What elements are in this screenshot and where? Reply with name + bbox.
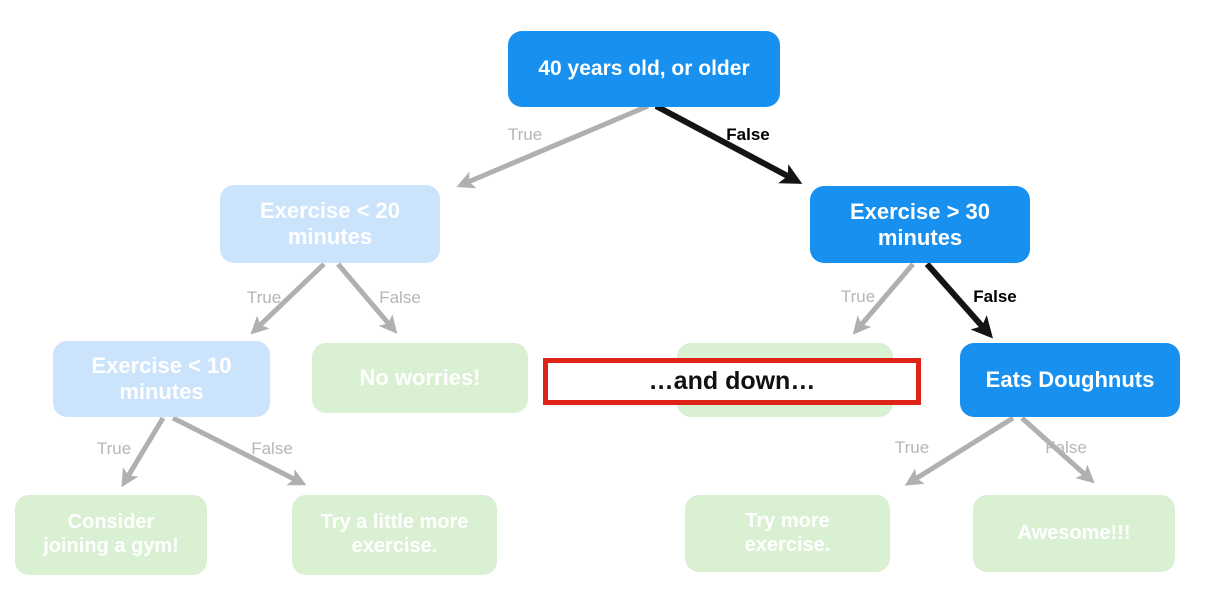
edge-label-eats-true: True xyxy=(894,438,930,457)
edge-label-ex30-true: True xyxy=(840,287,876,306)
node-label: Eats Doughnuts xyxy=(985,367,1155,393)
node-label: Exercise > 30 minutes xyxy=(849,198,991,250)
node-label: Exercise < 20 minutes xyxy=(259,198,401,249)
edge-label-ex20-true: True xyxy=(246,288,282,307)
node-no-worries: No worries! xyxy=(312,343,528,413)
edge-label-ex30-false: False xyxy=(973,287,1017,306)
node-age-40-or-older: 40 years old, or older xyxy=(508,31,780,107)
node-exercise-lt-10: Exercise < 10 minutes xyxy=(53,341,270,417)
highlight-label: …and down… xyxy=(648,367,816,395)
node-label: Exercise < 10 minutes xyxy=(91,353,232,404)
highlight-and-down-box: …and down… xyxy=(543,358,921,405)
edge-label-eats-false: False xyxy=(1045,438,1087,457)
node-awesome: Awesome!!! xyxy=(973,495,1175,572)
edge-label-ex20-false: False xyxy=(379,288,421,307)
node-label: Awesome!!! xyxy=(1017,521,1131,544)
node-try-little-more-exercise: Try a little more exercise. xyxy=(292,495,497,575)
node-consider-gym: Consider joining a gym! xyxy=(15,495,207,575)
node-exercise-gt-30: Exercise > 30 minutes xyxy=(810,186,1030,263)
node-label: 40 years old, or older xyxy=(538,56,750,80)
node-label: Try a little more exercise. xyxy=(320,511,469,557)
edge-label-ex10-true: True xyxy=(96,439,132,458)
node-eats-doughnuts: Eats Doughnuts xyxy=(960,343,1180,417)
node-label: Try more exercise. xyxy=(744,509,831,556)
node-label: Consider joining a gym! xyxy=(43,511,179,557)
node-label: No worries! xyxy=(359,365,481,391)
edge-root-true xyxy=(456,103,649,189)
node-try-more-exercise: Try more exercise. xyxy=(685,495,890,572)
edge-label-root-true: True xyxy=(507,125,543,144)
edge-label-root-false: False xyxy=(726,125,770,144)
edge-label-ex10-false: False xyxy=(251,439,293,458)
node-exercise-lt-20: Exercise < 20 minutes xyxy=(220,185,440,263)
